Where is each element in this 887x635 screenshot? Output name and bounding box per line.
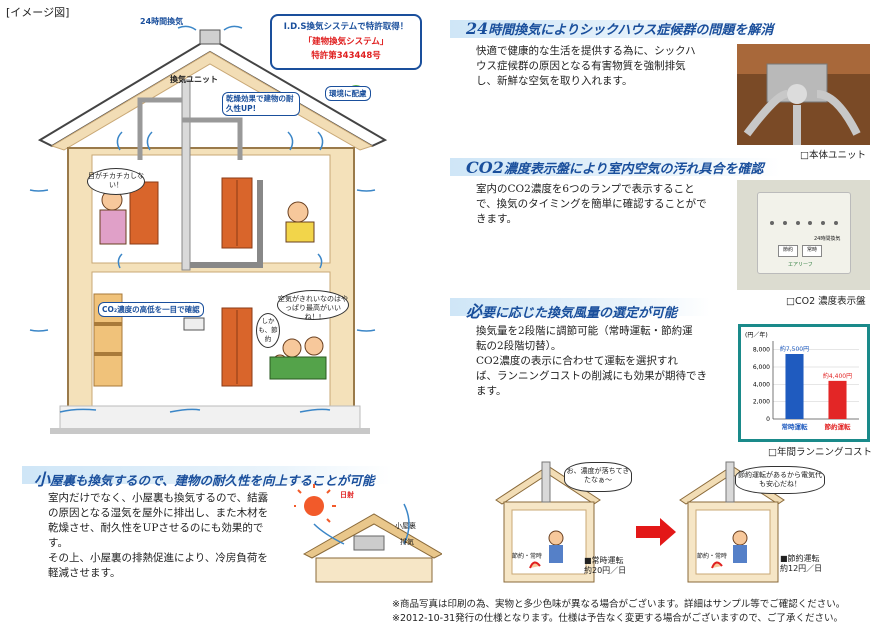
- attic-illustration: [294, 484, 442, 583]
- section4-heading-bar: [22, 466, 392, 484]
- panel-button-always[interactable]: 常時: [802, 245, 822, 257]
- section1-text-line: し、新鮮な空気を取り入れます。: [476, 75, 633, 87]
- section4-text-line: 室内だけでなく、小屋裏も換気するので、結露: [48, 492, 269, 504]
- label-24h-ventilation: 24時間換気: [140, 17, 184, 26]
- section3-heading-rest: 要に応じた換気風量の選定が可能: [482, 306, 678, 321]
- section1-heading-big: 24: [466, 19, 489, 38]
- section4-text: 室内だけでなく、小屋裏も換気するので、結露 の原因となる湿気を屋外に排出し、また…: [48, 491, 298, 581]
- bubble-child: 目がチカチカしない！: [87, 168, 145, 195]
- patent-box: I.D.S換気システムで特許取得！ 「建物換気システム」 特許第343448号: [270, 14, 422, 70]
- compare-illustration: [495, 461, 785, 583]
- section4-text-line: す。: [48, 537, 68, 549]
- patent-line1: I.D.S換気システムで特許取得！: [283, 22, 409, 32]
- unit-photo: [737, 44, 870, 145]
- bubble-mother: しかも、節約: [256, 313, 280, 348]
- section1-text: 快適で健康的な生活を提供する為に、シックハ ウス症候群の原因となる有害物質を強制…: [476, 44, 726, 89]
- section1-heading-bar: [450, 20, 780, 38]
- right-cost: 約12円／日: [780, 564, 823, 573]
- section4-text-line: 軽減させます。: [48, 567, 121, 579]
- section2-heading: CO2濃度表示盤により室内空気の汚れ具合を確認: [466, 158, 764, 177]
- section2-heading-rest: 濃度表示盤により室内空気の汚れ具合を確認: [503, 162, 764, 177]
- chart-value-label: 約7,500円: [780, 345, 809, 353]
- running-cost-chart-frame: (円／年) 0 2,000 4,000 6,000 8,000 約7,500円常時運転 約4,…: [738, 324, 870, 442]
- co2-panel-photo: 24時間換気 節約 常時 エアリーフ: [737, 180, 870, 290]
- section1-heading: 24時間換気によりシックハウス症候群の問題を解消: [466, 19, 773, 38]
- panel-label-brand: エアリーフ: [788, 262, 813, 268]
- section3-heading: 必要に応じた換気風量の選定が可能: [466, 298, 677, 322]
- unit-photo-caption: □本体ユニット: [800, 150, 866, 161]
- section3-text-line: CO2濃度の表示に合わせて運転を選択すれ: [476, 355, 678, 367]
- co2-panel: 24時間換気 節約 常時 エアリーフ: [757, 192, 851, 274]
- bubble-compare-left: お、濃度が落ちてきたなぁ〜: [564, 462, 632, 492]
- chart-ytick-label: 2,000: [753, 399, 770, 406]
- panel-label-24h: 24時間換気: [814, 236, 841, 242]
- co2-panel-caption: □CO2 濃度表示盤: [786, 296, 866, 307]
- image-label: [イメージ図]: [6, 6, 70, 19]
- chart-ylabel: (円／年): [745, 331, 768, 339]
- section1-heading-rest: 時間換気によりシックハウス症候群の問題を解消: [488, 23, 774, 38]
- panel-button-eco[interactable]: 節約: [778, 245, 798, 257]
- bubble-family: 空気がきれいなのはやっぱり最高がいいね！!: [277, 290, 349, 321]
- patent-line2: 「建物換気システム」: [303, 37, 389, 47]
- label-attic: 小屋裏: [395, 522, 416, 530]
- section1-text-line: ウス症候群の原因となる有害物質を強制排気: [476, 60, 686, 72]
- label-drying-effect: 乾燥効果で建物の耐久性UP!: [222, 92, 300, 116]
- label-sun: 日射: [340, 491, 354, 499]
- section3-text-line: 換気量を2段階に調節可能（常時運転・節約運: [476, 325, 693, 337]
- section3-text-line: 転の2段階切替）。: [476, 340, 562, 352]
- label-environment: 環境に配慮: [325, 86, 371, 101]
- section4-heading-rest: 屋裏も換気するので、建物の耐久性を向上することが可能: [50, 473, 375, 488]
- section4-text-line: の原因となる湿気を屋外に排出し、また木材を: [48, 507, 269, 519]
- label-ventilation-unit: 換気ユニット: [170, 75, 218, 84]
- section3-heading-big: 必: [466, 302, 483, 321]
- left-panel-label: 節約・常時: [512, 553, 543, 560]
- right-panel-label: 節約・常時: [697, 553, 728, 560]
- section4-text-line: その上、小屋裏の排熱促進により、冷房負荷を: [48, 552, 268, 564]
- section2-text: 室内のCO2濃度を6つのランプで表示すること で、換気のタイミングを簡単に確認す…: [476, 182, 726, 227]
- left-mode-box: ■常時運転 約20円／日: [584, 556, 626, 576]
- section3-text-line: ます。: [476, 385, 507, 397]
- section2-text-line: 室内のCO2濃度を6つのランプで表示すること: [476, 183, 695, 195]
- chart-caption: □年間ランニングコスト: [768, 447, 872, 458]
- co2-lamps: [770, 221, 838, 225]
- chart-bar: [828, 380, 847, 419]
- label-co2-check: CO₂濃度の高低を一目で確認: [98, 302, 204, 317]
- chart-ytick-label: 0: [766, 416, 770, 423]
- chart-ytick-label: 6,000: [753, 364, 770, 371]
- label-exhaust: 排気: [400, 538, 414, 546]
- section2-text-line: きます。: [476, 213, 517, 225]
- section3-text-line: ば、ランニングコストの削減にも効果が期待でき: [476, 370, 707, 382]
- section2-heading-big: CO2: [466, 158, 504, 177]
- section4-heading: 小屋裏も換気するので、建物の耐久性を向上することが可能: [34, 466, 375, 490]
- right-mode-box: ■節約運転 約12円／日: [780, 554, 822, 574]
- chart-ytick-label: 8,000: [753, 347, 770, 354]
- chart-category-label: 常時運転: [782, 422, 809, 431]
- section3-text: 換気量を2段階に調節可能（常時運転・節約運 転の2段階切替）。 CO2濃度の表示…: [476, 324, 726, 399]
- chart-ytick-label: 4,000: [753, 381, 770, 388]
- section4-heading-big: 小: [34, 470, 51, 489]
- left-mode: ■常時運転: [584, 556, 624, 565]
- section3-heading-bar: [450, 298, 710, 316]
- section1-text-line: 快適で健康的な生活を提供する為に、シックハ: [476, 45, 696, 57]
- chart-bar: [785, 354, 804, 419]
- footnote-2: ※2012-10-31発行の仕様となります。仕様は予告なく変更する場合がございま…: [392, 613, 844, 624]
- bubble-compare-right: 節約運転があるから電気代も安心だね！: [735, 466, 825, 494]
- section2-heading-bar: [450, 158, 780, 176]
- right-mode: ■節約運転: [780, 554, 820, 563]
- left-cost: 約20円／日: [584, 566, 627, 575]
- patent-line3: 特許第343448号: [311, 51, 381, 61]
- footnote-1: ※商品写真は印刷の為、実物と多少色味が異なる場合がございます。詳細はサンプル等で…: [392, 599, 846, 610]
- section4-text-line: 乾燥させ、耐久性をUPさせるのにも効果的で: [48, 522, 264, 534]
- chart-value-label: 約4,400円: [823, 372, 852, 380]
- chart-category-label: 節約運転: [824, 422, 852, 431]
- section2-text-line: で、換気のタイミングを簡単に確認することがで: [476, 198, 707, 210]
